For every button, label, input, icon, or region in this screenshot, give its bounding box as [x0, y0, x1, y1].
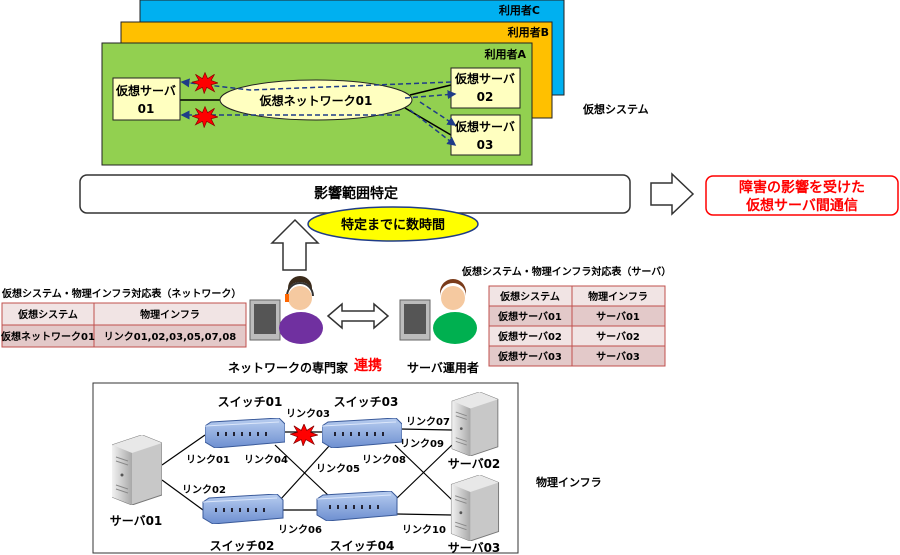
server-operator-label: サーバ運用者 [407, 360, 479, 375]
virtual-server-01-label: 仮想サーバ [115, 83, 176, 98]
virtual-system-label: 仮想システム [582, 102, 649, 116]
virtual-server-03-number: 03 [477, 138, 494, 152]
table-cell: サーバ02 [596, 331, 640, 343]
server-label: サーバ01 [110, 514, 163, 528]
virtual-server-02-number: 02 [477, 90, 494, 104]
table-cell: サーバ01 [596, 311, 640, 323]
link-label: リンク09 [400, 438, 444, 450]
link-label: リンク10 [402, 524, 446, 536]
switch-icon [205, 418, 285, 448]
switch-label: スイッチ02 [210, 539, 275, 553]
user-a-label: 利用者A [484, 47, 526, 61]
virtual-network [219, 79, 413, 121]
network-table-title: 仮想システム・物理インフラ対応表（ネットワーク） [1, 287, 241, 300]
table-cell: 仮想サーバ03 [497, 350, 562, 363]
virtual-server-02-label: 仮想サーバ [454, 71, 515, 86]
virtual-server-03 [450, 114, 521, 156]
table-header: 仮想システム [17, 308, 78, 321]
link-labels: リンク01 リンク02 リンク03 リンク04 リンク05 リンク06 リンク0… [182, 408, 450, 536]
impact-title: 影響範囲特定 [314, 185, 398, 202]
server-label: サーバ03 [448, 541, 501, 555]
physical-infra-box [92, 382, 519, 554]
physical-infra-label: 物理インフラ [536, 475, 602, 489]
impact-result-box [705, 175, 899, 216]
link-label: リンク03 [286, 408, 330, 420]
switch-label: スイッチ03 [334, 395, 399, 409]
switch-icon [202, 494, 284, 524]
server-tower-icon [450, 475, 500, 541]
impact-result-line2: 仮想サーバ間通信 [745, 197, 858, 214]
table-cell: 仮想サーバ02 [497, 330, 562, 343]
arrow-right-icon [650, 172, 695, 216]
link-label: リンク07 [406, 416, 450, 428]
switch-icon [322, 418, 402, 448]
time-note [307, 206, 479, 242]
table-header: 物理インフラ [140, 308, 200, 321]
explosion-icon [290, 424, 318, 446]
link-label: リンク02 [182, 484, 226, 496]
switch-labels: スイッチ01 スイッチ02 スイッチ03 スイッチ04 [210, 395, 399, 553]
network-table: 仮想システム 物理インフラ 仮想ネットワーク01 リンク01,02,03,05,… [0, 302, 247, 348]
impact-result-line1: 障害の影響を受けた [739, 179, 865, 196]
server-table-title: 仮想システム・物理インフラ対応表（サーバ） [461, 265, 671, 278]
server-label: サーバ02 [448, 457, 501, 471]
virtual-server-01-number: 01 [138, 102, 155, 116]
table-cell: 仮想サーバ01 [497, 310, 562, 323]
user-b-label: 利用者B [508, 25, 549, 39]
user-c-label: 利用者C [499, 3, 540, 17]
double-arrow-icon [326, 302, 390, 330]
physical-links [161, 428, 453, 516]
virtual-server-02 [450, 67, 521, 109]
table-header: 物理インフラ [588, 290, 648, 303]
link-label: リンク01 [186, 454, 230, 466]
switch-label: スイッチ04 [330, 539, 395, 553]
table-cell: 仮想ネットワーク01 [0, 330, 95, 343]
link-label: リンク04 [244, 454, 288, 466]
person-icon [399, 279, 477, 344]
cooperation-label: 連携 [354, 357, 382, 374]
link-label: リンク06 [278, 524, 322, 536]
table-cell: リンク01,02,03,05,07,08 [104, 331, 237, 343]
virtual-server-03-label: 仮想サーバ [454, 119, 515, 134]
server-tower-icon [112, 435, 162, 505]
table-header: 仮想システム [499, 290, 560, 303]
link-label: リンク05 [316, 463, 360, 475]
virtual-server-01 [112, 77, 181, 121]
time-note-label: 特定までに数時間 [341, 217, 445, 233]
arrow-up-icon [270, 218, 320, 271]
traffic-lines [180, 78, 457, 146]
server-tower-icon [451, 392, 499, 456]
table-cell: サーバ03 [596, 351, 640, 363]
server-table: 仮想システム 物理インフラ 仮想サーバ01 サーバ01 仮想サーバ02 サーバ0… [488, 285, 666, 367]
switch-label: スイッチ01 [218, 395, 283, 409]
explosion-icon [192, 72, 218, 94]
person-headset-icon [249, 276, 323, 344]
switch-icon [316, 491, 398, 521]
virtual-network-label: 仮想ネットワーク01 [259, 93, 373, 108]
explosion-icon [192, 106, 218, 128]
link-label: リンク08 [362, 454, 406, 466]
network-expert-label: ネットワークの専門家 [228, 360, 349, 375]
